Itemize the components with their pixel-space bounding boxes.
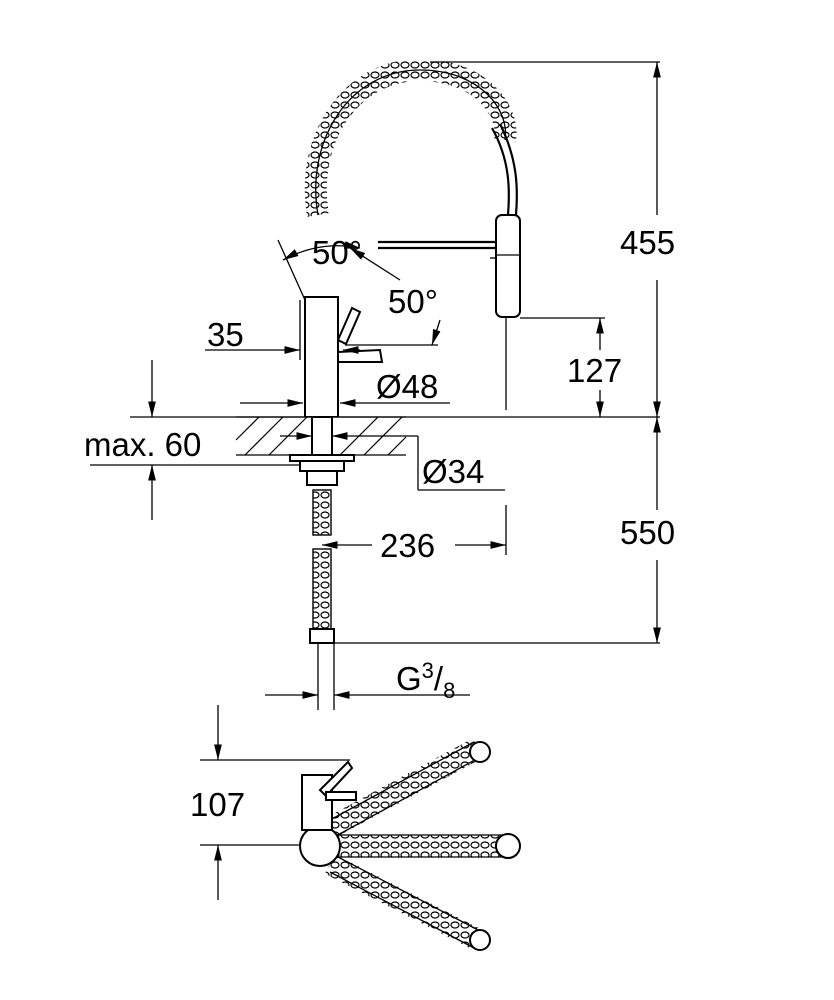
spray-head <box>495 214 521 318</box>
faucet-body <box>304 296 339 418</box>
body-diameter-label: 35 <box>207 316 244 353</box>
total-height-label: 455 <box>620 224 675 261</box>
lever-angle-label: 50° <box>388 283 438 320</box>
faucet-plan-view <box>299 738 521 951</box>
faucet-side-view <box>235 58 521 710</box>
spout-reach-label: 236 <box>380 527 435 564</box>
outlet-height-label: 127 <box>567 352 622 389</box>
dimension-lines <box>90 61 661 900</box>
max-thickness-label: max. 60 <box>84 426 201 463</box>
plan-spout-upper <box>324 738 484 838</box>
spout-tube <box>491 127 510 216</box>
hole-diameter-label: Ø34 <box>422 453 484 490</box>
lever <box>336 306 362 346</box>
plan-body <box>301 774 333 831</box>
dimension-labels: 50° 50° 35 Ø48 max. 60 Ø34 236 455 127 5… <box>84 224 675 823</box>
thread-label: G3/8 <box>396 658 455 703</box>
plan-lever <box>318 760 354 798</box>
base-diameter-label: Ø48 <box>376 368 438 405</box>
plan-spout-lower <box>324 854 484 950</box>
spout-angle-label: 50° <box>312 234 362 271</box>
supply-hose-lower <box>312 548 332 630</box>
hose-length-label: 550 <box>620 514 675 551</box>
plan-depth-label: 107 <box>190 786 245 823</box>
spring-spout <box>304 58 517 217</box>
supply-hose-upper <box>312 489 332 536</box>
